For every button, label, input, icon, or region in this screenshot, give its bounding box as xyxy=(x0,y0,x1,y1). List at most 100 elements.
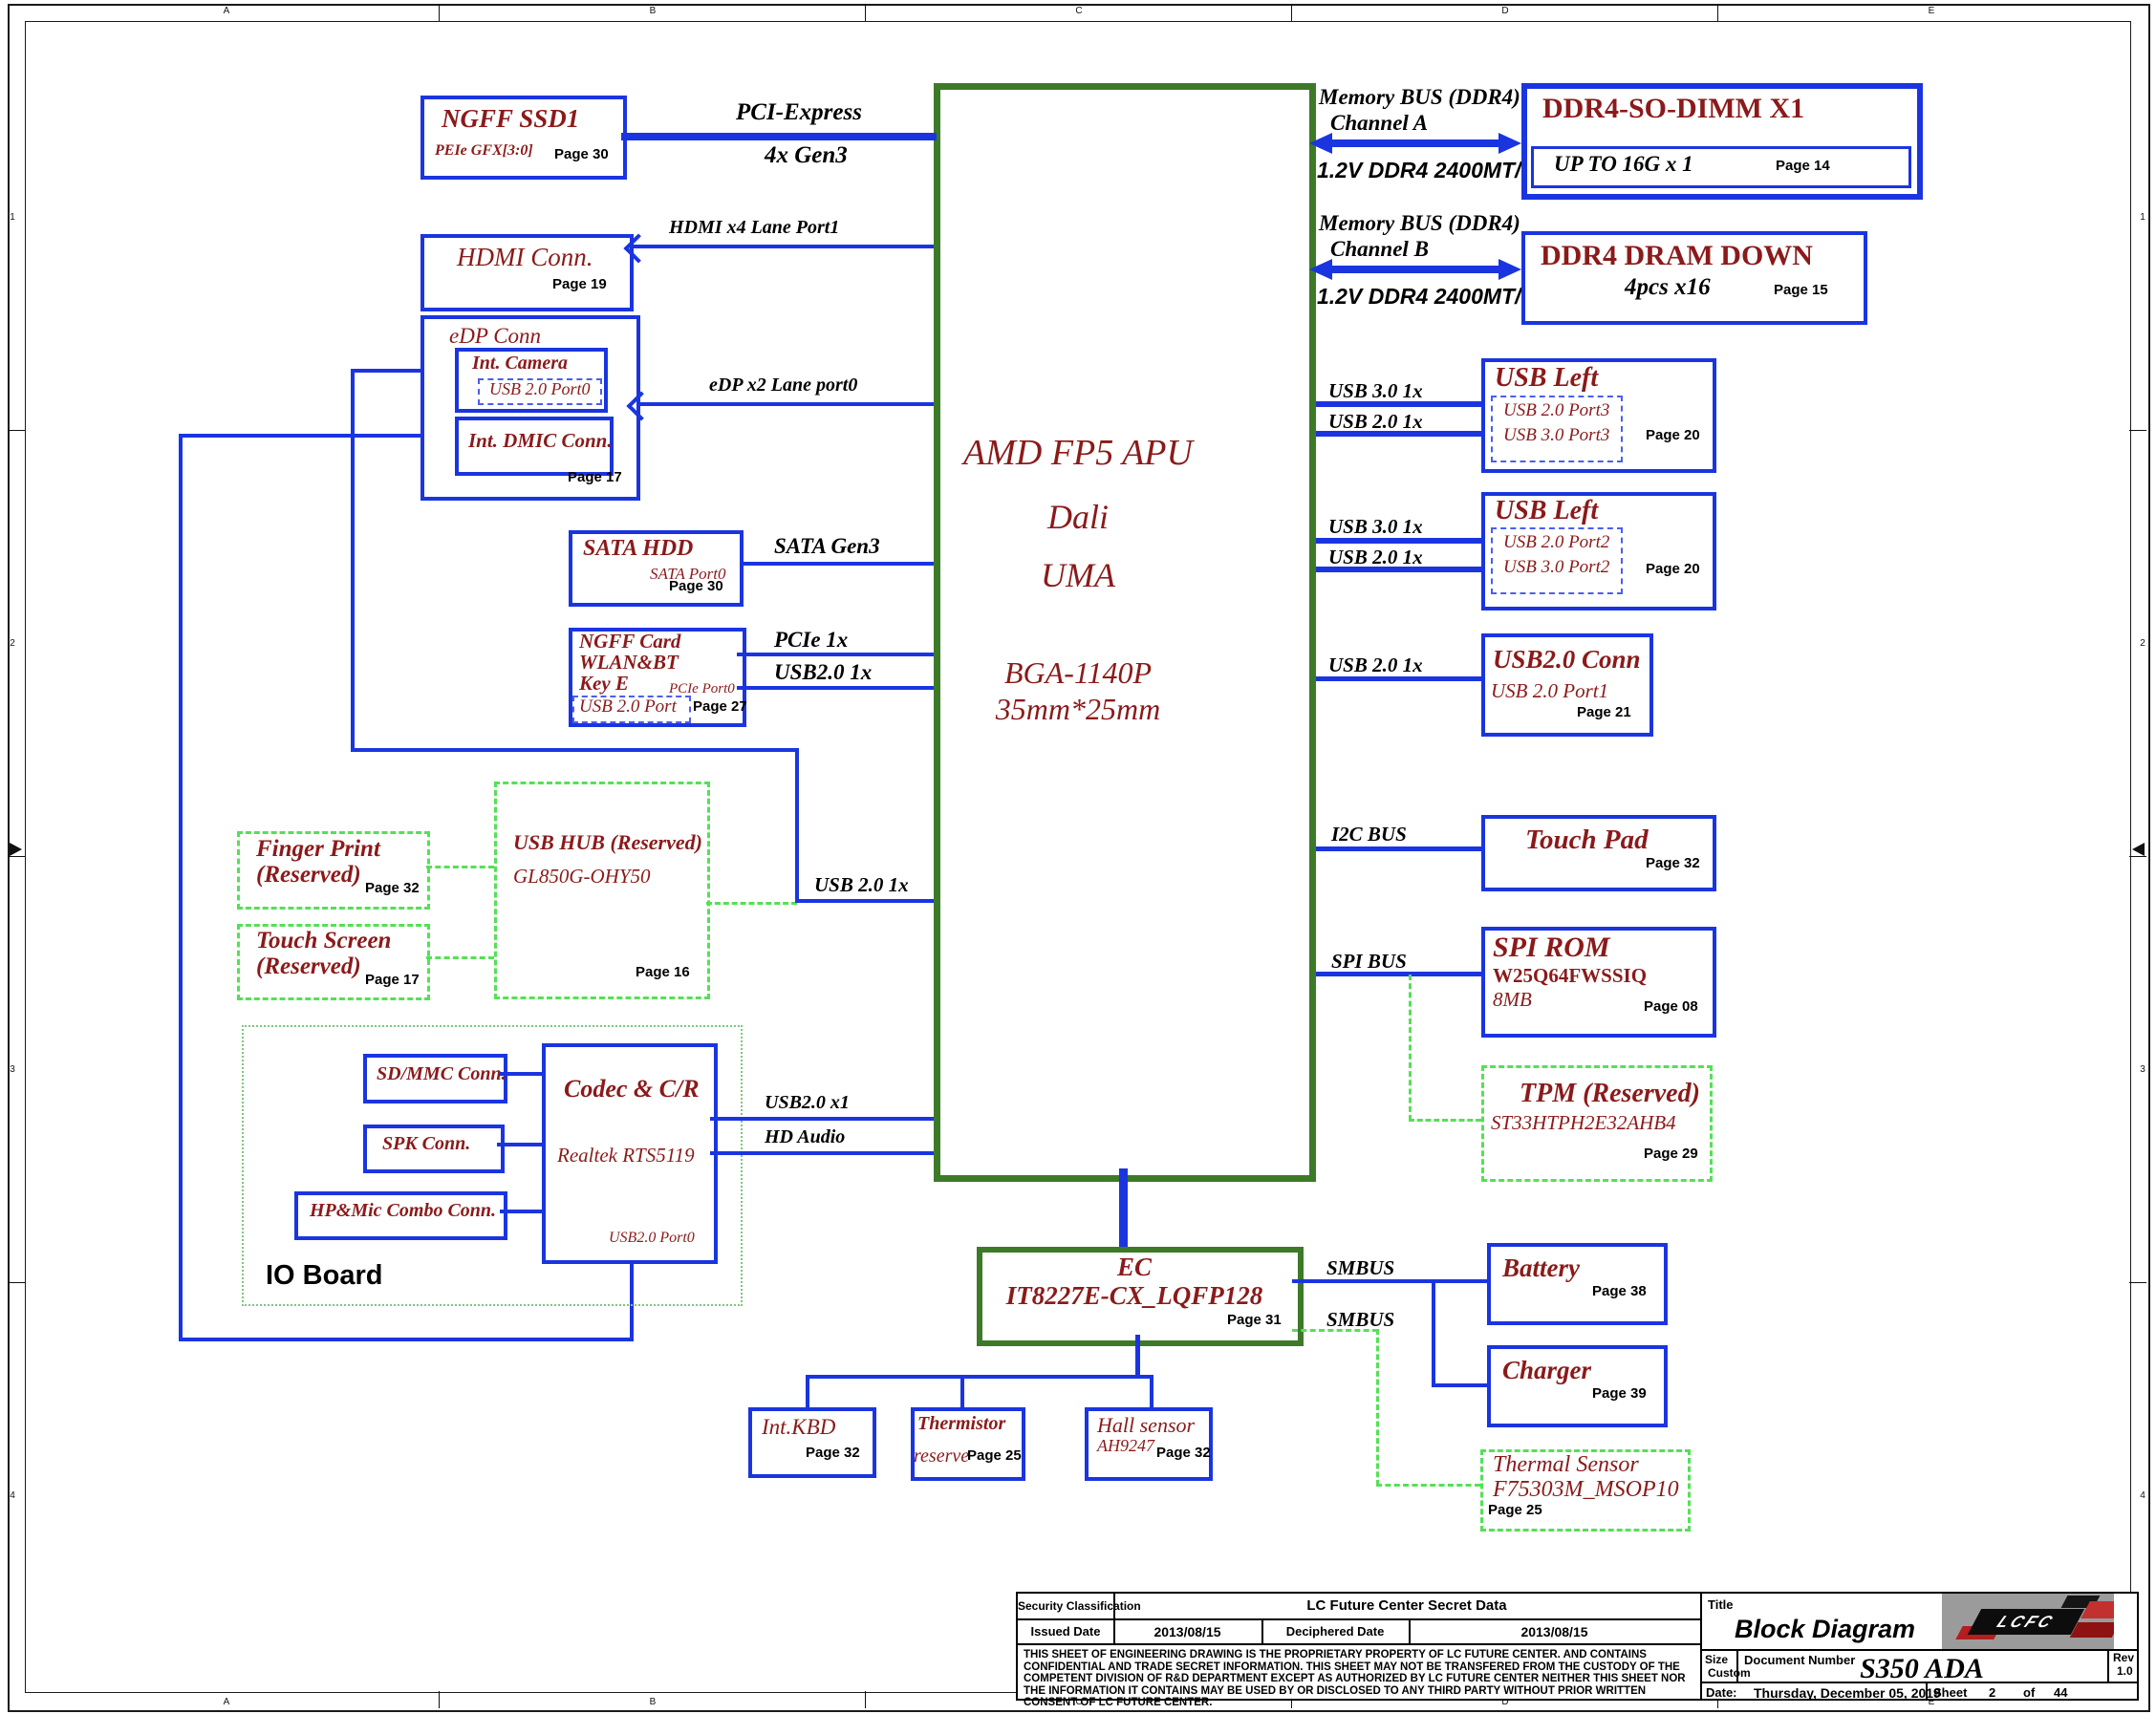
sata-bus-label: SATA Gen3 xyxy=(774,534,880,558)
int-kbd-title: Int.KBD xyxy=(762,1415,836,1439)
charger-block xyxy=(1487,1345,1668,1427)
int-kbd-block xyxy=(748,1407,876,1478)
sheet-label: Sheet xyxy=(1933,1685,1968,1700)
page-ref: Page 30 xyxy=(554,146,609,162)
spi-rom-title: SPI ROM xyxy=(1493,932,1610,963)
wire-hdmi xyxy=(634,245,934,248)
page-ref: Page 20 xyxy=(1646,561,1700,577)
wire-camera-usb xyxy=(351,369,355,752)
frame-col-label: E xyxy=(1928,1697,1935,1707)
usb-left1-ports-box xyxy=(1491,396,1623,462)
security-classification-label: Security Classification xyxy=(1018,1599,1141,1613)
frame-tick xyxy=(8,856,25,857)
hall-sensor-part: AH9247 xyxy=(1097,1436,1154,1455)
frame-tick xyxy=(2129,430,2146,431)
thermistor-title: Thermistor xyxy=(917,1413,1006,1434)
frame-tick xyxy=(865,1691,866,1708)
apu-size-label: 35mm*25mm xyxy=(995,692,1161,726)
wire-spi xyxy=(1316,972,1481,976)
wire-smbus xyxy=(1292,1279,1487,1283)
codec-usb-port-label: USB2.0 Port0 xyxy=(609,1230,695,1246)
page-ref: Page 32 xyxy=(1156,1445,1211,1461)
hdmi-conn-title: HDMI Conn. xyxy=(457,243,593,271)
int-camera-title: Int. Camera xyxy=(472,353,569,374)
security-classification-value: LC Future Center Secret Data xyxy=(1306,1597,1507,1614)
wire-ec-peripherals xyxy=(1135,1335,1140,1379)
page-ref: Page 38 xyxy=(1592,1283,1647,1299)
page-ref: Page 29 xyxy=(1644,1146,1698,1162)
thermistor-reserve-label: reserve xyxy=(914,1446,970,1467)
pcie-bus-label2: 4x Gen3 xyxy=(765,142,848,168)
wire-usb30-a xyxy=(1316,401,1481,407)
frame-tick xyxy=(2129,856,2146,857)
page-ref: Page 39 xyxy=(1592,1385,1647,1402)
pcie-bus-label: PCI-Express xyxy=(736,99,862,125)
wire-camera-usb xyxy=(795,748,799,903)
frame-row-label: 3 xyxy=(2140,1064,2145,1075)
wire-smbus-thermal xyxy=(1376,1329,1379,1486)
touchscreen-block xyxy=(237,924,430,1000)
battery-block xyxy=(1487,1243,1668,1325)
tb-line xyxy=(1409,1618,1411,1643)
fingerprint-reserved: (Reserved) xyxy=(256,862,361,888)
battery-title: Battery xyxy=(1502,1253,1580,1282)
wire-i2c xyxy=(1316,846,1481,851)
tb-line xyxy=(1736,1649,1738,1682)
wire-usb20-wlan xyxy=(737,686,934,690)
apu-title: AMD FP5 APU xyxy=(963,433,1193,473)
wire-apu-ec xyxy=(1119,1168,1128,1247)
thermistor-block xyxy=(911,1407,1025,1481)
usb-left1-title: USB Left xyxy=(1495,363,1599,393)
memB-speed-label: 1.2V DDR4 2400MT/s xyxy=(1317,284,1534,309)
ngff-card-usb-port-label: USB 2.0 Port xyxy=(579,696,677,717)
ngff-ssd1-block xyxy=(420,96,627,180)
ec-part: IT8227E-CX_LQFP128 xyxy=(1005,1281,1263,1310)
frame-tick xyxy=(8,430,25,431)
wire-camera-usb xyxy=(351,369,422,373)
frame-tick xyxy=(1291,4,1292,21)
sata-hdd-block xyxy=(569,530,744,607)
usb-hub-block xyxy=(494,782,710,999)
frame-col-label: D xyxy=(1501,1697,1509,1707)
sheet-of-label: of xyxy=(2023,1685,2036,1700)
usb20x1-bus-label: USB2.0 x1 xyxy=(765,1092,850,1113)
wire-memB xyxy=(1328,266,1502,273)
wire-spk xyxy=(497,1143,542,1146)
apu-block xyxy=(934,83,1316,1182)
frame-col-label: D xyxy=(1501,6,1509,16)
apu-codename: Dali xyxy=(1046,498,1109,536)
int-dmic-title: Int. DMIC Conn. xyxy=(468,429,613,452)
page-ref: Page 17 xyxy=(365,972,420,988)
usb20-1x-bus-label: USB2.0 1x xyxy=(774,660,873,684)
hdaudio-bus-label: HD Audio xyxy=(765,1126,846,1147)
drawing-title: Block Diagram xyxy=(1735,1615,1916,1643)
apu-uma-label: UMA xyxy=(1041,556,1115,594)
tb-line xyxy=(1261,1618,1263,1643)
spi-rom-part: W25Q64FWSSIQ xyxy=(1493,964,1648,987)
lcfc-logo-text: LCFC xyxy=(1967,1609,2085,1635)
edp-conn-title: eDP Conn xyxy=(449,324,542,348)
spk-conn-block xyxy=(363,1125,505,1173)
hpmic-conn-block xyxy=(294,1191,507,1240)
page-ref: Page 16 xyxy=(636,964,690,980)
smbus2-label: SMBUS xyxy=(1326,1308,1395,1331)
wire-touchscreen-hub xyxy=(426,956,494,959)
wire-fingerprint-hub xyxy=(426,866,494,868)
io-board-container xyxy=(242,1025,743,1306)
usb20-bus-label: USB 2.0 1x xyxy=(1328,410,1423,433)
legal-notice-text: THIS SHEET OF ENGINEERING DRAWING IS THE… xyxy=(1024,1649,1686,1708)
codec-block xyxy=(542,1043,718,1264)
tpm-part: ST33HTPH2E32AHB4 xyxy=(1491,1111,1676,1134)
pcie1x-bus-label: PCIe 1x xyxy=(774,628,849,652)
usb-left1-port1: USB 2.0 Port3 xyxy=(1503,400,1610,420)
frame-row-label: 4 xyxy=(10,1490,15,1501)
tpm-block xyxy=(1481,1065,1713,1182)
usb20-conn-block xyxy=(1481,633,1653,737)
ngff-ssd1-title: NGFF SSD1 xyxy=(442,104,580,133)
wire-smbus-branch xyxy=(1432,1383,1487,1387)
page-ref: Page 14 xyxy=(1776,158,1830,174)
frame-col-label: B xyxy=(649,6,657,16)
wire-camera-usb xyxy=(351,748,799,752)
usb20-hub-bus-label: USB 2.0 1x xyxy=(814,873,909,896)
usb-left2-title: USB Left xyxy=(1495,496,1599,525)
